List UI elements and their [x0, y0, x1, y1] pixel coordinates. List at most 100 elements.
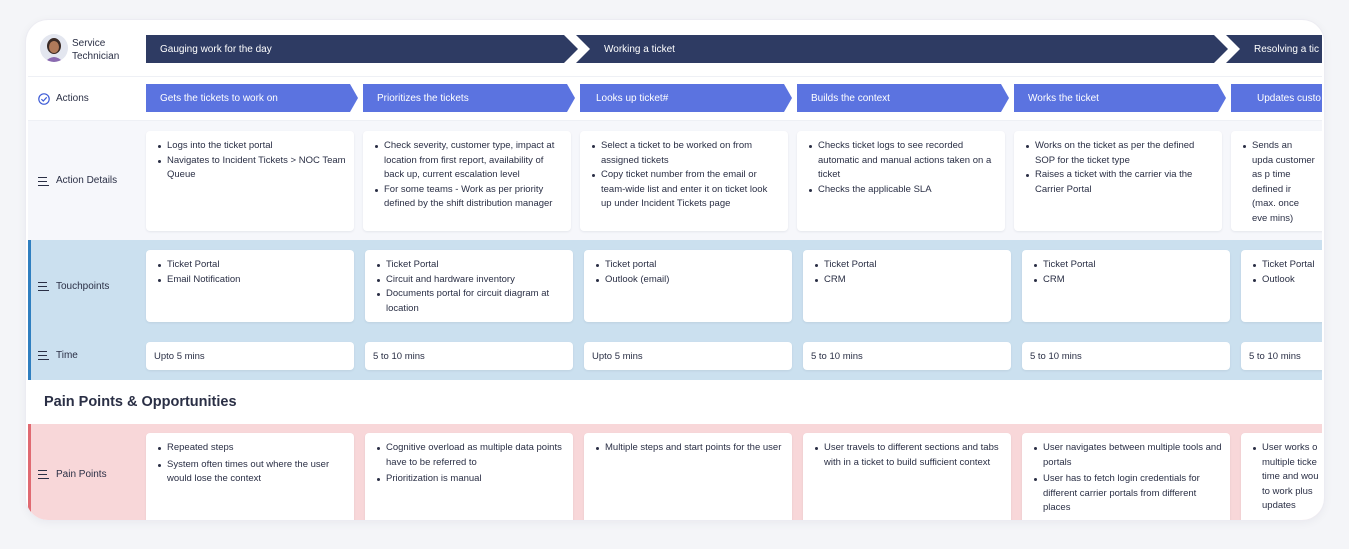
action-step[interactable]: Prioritizes the tickets	[363, 84, 575, 112]
bullet-item: Multiple steps and start points for the …	[592, 441, 784, 456]
action-step[interactable]: Updates custo	[1231, 84, 1322, 112]
action-label: Builds the context	[811, 92, 890, 104]
row-label-text: Action Details	[56, 175, 118, 186]
bullet-item: Cognitive overload as multiple data poin…	[373, 441, 565, 470]
bullet-item: User navigates between multiple tools an…	[1030, 441, 1222, 470]
pain-point-card: User travels to different sections and t…	[803, 433, 1011, 520]
row-label-text: Time	[56, 349, 78, 361]
stage-label: Gauging work for the day	[160, 43, 272, 55]
action-details-row-label: Action Details	[28, 121, 146, 240]
bullet-item: Prioritization is manual	[373, 472, 565, 487]
bullet-item: System often times out where the user wo…	[154, 458, 346, 487]
check-circle-icon	[38, 92, 50, 105]
time-cell: Upto 5 mins	[146, 342, 354, 370]
row-label-text: Touchpoints	[56, 280, 110, 292]
bullet-item: Select a ticket to be worked on from ass…	[588, 139, 780, 168]
row-label-text: Actions	[56, 93, 89, 104]
stage-gauging-work[interactable]: Gauging work for the day	[146, 35, 578, 63]
persona-avatar	[40, 34, 68, 62]
pain-points-section-header: Pain Points & Opportunities	[28, 380, 1322, 424]
persona-label: Service Technician	[72, 37, 119, 63]
time-cell: 5 to 10 mins	[1241, 342, 1322, 370]
time-cell: 5 to 10 mins	[1022, 342, 1230, 370]
persona-name-line1: Service	[72, 38, 106, 49]
action-label: Prioritizes the tickets	[377, 92, 469, 104]
action-label: Works the ticket	[1028, 92, 1099, 104]
bullet-item: Circuit and hardware inventory	[373, 273, 565, 288]
pain-point-card: Multiple steps and start points for the …	[584, 433, 792, 520]
time-cell: 5 to 10 mins	[803, 342, 1011, 370]
pain-point-card: Cognitive overload as multiple data poin…	[365, 433, 573, 520]
actions-row: Actions Gets the tickets to work on Prio…	[28, 76, 1322, 120]
bullet-item: Copy ticket number from the email or tea…	[588, 168, 780, 212]
bullet-item: Logs into the ticket portal	[154, 139, 346, 154]
action-step[interactable]: Looks up ticket#	[580, 84, 792, 112]
bullet-item: Checks the applicable SLA	[805, 183, 997, 198]
action-label: Updates custo	[1257, 92, 1321, 104]
stage-row: Service Technician Gauging work for the …	[28, 20, 1322, 76]
time-cell: Upto 5 mins	[584, 342, 792, 370]
time-cell: 5 to 10 mins	[365, 342, 573, 370]
detail-card: Check severity, customer type, impact at…	[363, 131, 571, 231]
action-step[interactable]: Works the ticket	[1014, 84, 1226, 112]
action-label: Looks up ticket#	[596, 92, 669, 104]
list-lines-icon	[38, 470, 50, 480]
bullet-item: Repeated steps	[154, 441, 346, 456]
stage-label: Working a ticket	[604, 43, 675, 55]
list-lines-icon	[38, 351, 50, 361]
bullet-item: Ticket Portal	[1030, 258, 1222, 273]
persona-name-line2: Technician	[72, 51, 120, 62]
bullet-item: User has to fetch login credentials for …	[1030, 472, 1222, 516]
detail-card: Select a ticket to be worked on from ass…	[580, 131, 788, 231]
bullet-item: CRM	[1030, 273, 1222, 288]
list-lines-icon	[38, 176, 50, 187]
list-lines-icon	[38, 282, 50, 292]
action-step[interactable]: Gets the tickets to work on	[146, 84, 358, 112]
detail-card: Checks ticket logs to see recorded autom…	[797, 131, 1005, 231]
bullet-item: For some teams - Work as per priority de…	[371, 183, 563, 212]
bullet-item: Ticket Portal	[154, 258, 346, 273]
actions-row-label: Actions	[28, 77, 146, 120]
touchpoints-row-label: Touchpoints	[28, 240, 146, 332]
action-label: Gets the tickets to work on	[160, 92, 278, 104]
detail-card: Works on the ticket as per the defined S…	[1014, 131, 1222, 231]
bullet-item: Sends an upda customer as p time defined…	[1239, 139, 1315, 226]
pain-point-card: User works o multiple ticke time and wou…	[1241, 433, 1322, 520]
bullet-item: Outlook (email)	[592, 273, 784, 288]
pain-point-card: User navigates between multiple tools an…	[1022, 433, 1230, 520]
bullet-item: Ticket Portal	[1249, 258, 1322, 273]
bullet-item: Works on the ticket as per the defined S…	[1022, 139, 1214, 168]
stage-working-ticket[interactable]: Working a ticket	[576, 35, 1228, 63]
bullet-item: Checks ticket logs to see recorded autom…	[805, 139, 997, 183]
bullet-item: Check severity, customer type, impact at…	[371, 139, 563, 183]
action-step[interactable]: Builds the context	[797, 84, 1009, 112]
bullet-item: Ticket Portal	[373, 258, 565, 273]
bullet-item: Email Notification	[154, 273, 346, 288]
bullet-item: User travels to different sections and t…	[811, 441, 1003, 470]
bullet-item: Documents portal for circuit diagram at …	[373, 287, 565, 316]
stage-label: Resolving a tic	[1254, 43, 1320, 55]
journey-map-card: Service Technician Gauging work for the …	[26, 20, 1324, 520]
detail-card: Sends an upda customer as p time defined…	[1231, 131, 1322, 231]
row-label-text: Pain Points	[56, 468, 107, 480]
bullet-item: CRM	[811, 273, 1003, 288]
bullet-item: Raises a ticket with the carrier via the…	[1022, 168, 1214, 197]
bullet-item: Navigates to Incident Tickets > NOC Team…	[154, 154, 346, 183]
stage-resolving-ticket[interactable]: Resolving a tic	[1226, 35, 1322, 63]
journey-map: Service Technician Gauging work for the …	[28, 20, 1322, 520]
time-row-label: Time	[28, 341, 146, 369]
action-details-row: Action Details Logs into the ticket port…	[28, 120, 1322, 240]
bullet-item: User works o multiple ticke time and wou…	[1249, 441, 1322, 514]
bullet-item: Ticket Portal	[811, 258, 1003, 273]
bullet-item: Ticket portal	[592, 258, 784, 273]
